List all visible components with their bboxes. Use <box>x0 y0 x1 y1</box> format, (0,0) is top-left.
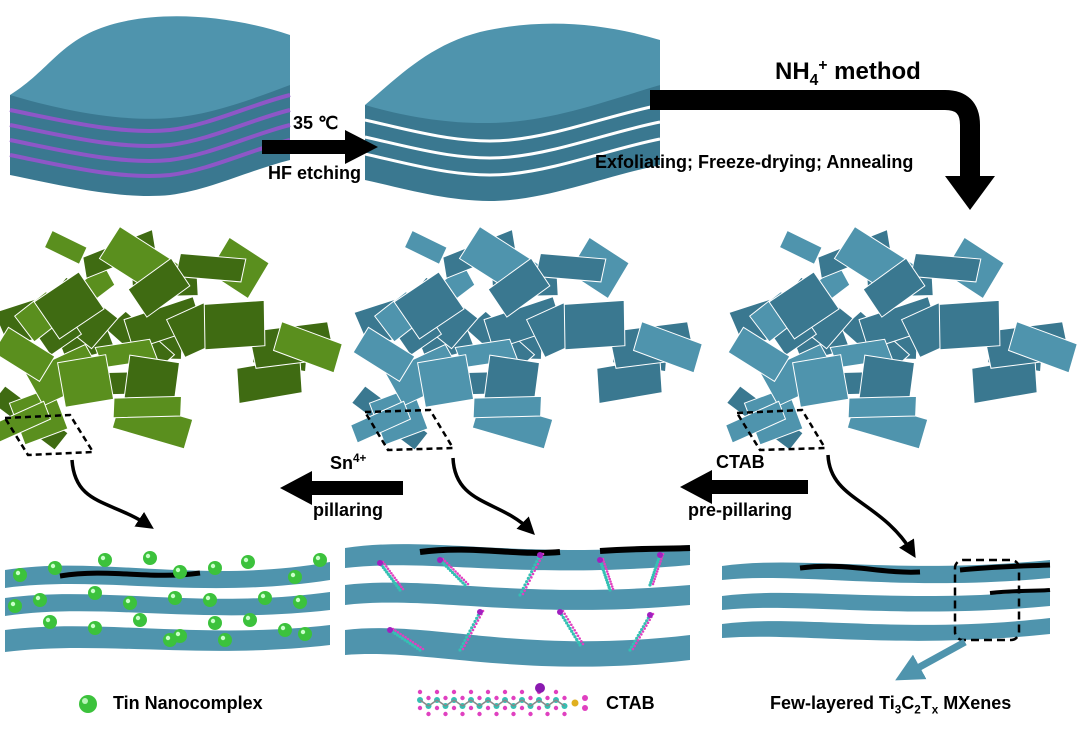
flake <box>862 257 926 318</box>
tin-pillared-layers <box>5 551 330 652</box>
zoom-region-box <box>953 558 1021 642</box>
ctab-prepillared-layers <box>345 544 691 667</box>
ctab-chain <box>628 612 655 652</box>
flake <box>417 354 475 408</box>
flake <box>33 271 105 340</box>
ctab-chain <box>377 560 405 592</box>
flake <box>43 229 88 265</box>
nh4-method-label: NH4+ method <box>775 57 921 89</box>
flake <box>352 326 416 383</box>
ctab-step-label: CTAB <box>716 452 765 472</box>
flake <box>768 271 840 340</box>
selected-flake-outline-left <box>2 413 96 457</box>
ctab-chain <box>437 557 470 587</box>
few-layered-mxene-layers <box>722 558 1051 681</box>
tin-sphere <box>293 595 307 609</box>
flake <box>57 354 115 408</box>
flake <box>112 395 182 419</box>
tin-sphere <box>143 551 157 565</box>
zoom-arrow-left <box>70 459 154 529</box>
flake <box>1007 321 1078 374</box>
flake <box>847 395 917 419</box>
ctab-legend-label: CTAB <box>606 693 655 713</box>
tin-sphere <box>208 561 222 575</box>
etched-mxene-stack <box>364 23 661 201</box>
pre-pillaring-arrow <box>680 470 808 504</box>
tin-sphere <box>13 568 27 582</box>
flake <box>393 271 465 340</box>
selected-flake-outline-right <box>734 408 828 452</box>
ctab-chain <box>387 627 425 652</box>
pillaring-label: pillaring <box>313 500 384 520</box>
flake <box>175 252 247 283</box>
mxene-legend-label: Few-layered Ti3C2Tx MXenes <box>770 693 1012 717</box>
tin-sphere <box>168 591 182 605</box>
ctab-legend-molecule <box>417 683 588 717</box>
flake <box>535 252 607 283</box>
flake <box>938 299 1001 351</box>
tin-sphere <box>288 570 302 584</box>
tin-spheres <box>8 551 327 647</box>
flake <box>792 354 850 408</box>
tin-sphere <box>48 561 62 575</box>
tin-sphere <box>123 596 137 610</box>
tin-nanocomplex-legend-label: Tin Nanocomplex <box>113 693 263 713</box>
tin-sphere <box>98 553 112 567</box>
tin-sphere <box>33 593 47 607</box>
flake <box>127 257 191 318</box>
flake <box>472 395 542 419</box>
ctab-chain <box>458 609 485 652</box>
flake <box>487 257 551 318</box>
magnify-pointer-arrow <box>895 638 967 681</box>
flake <box>403 229 448 265</box>
tin-nanocomplex-legend-icon <box>79 695 97 713</box>
ctab-flakes <box>350 225 703 451</box>
ctab-intercalated-chains <box>377 552 665 652</box>
tin-sphere <box>258 591 272 605</box>
tin-sphere <box>163 633 177 647</box>
tin-sphere <box>298 627 312 641</box>
ctab-chain <box>597 557 615 592</box>
tin-sphere <box>313 553 327 567</box>
exfoliating-steps-label: Exfoliating; Freeze-drying; Annealing <box>595 152 914 172</box>
tin-sphere <box>88 621 102 635</box>
tin-sphere <box>218 633 232 647</box>
hf-etching-arrow <box>262 130 378 164</box>
tin-sphere <box>241 555 255 569</box>
tin-sphere <box>133 613 147 627</box>
flake <box>203 299 266 351</box>
ctab-chain <box>648 552 665 587</box>
few-layered-mxene-flakes <box>725 225 1078 451</box>
ctab-chain <box>518 552 545 597</box>
max-phase-stack <box>9 16 291 196</box>
pillaring-arrow <box>280 471 403 505</box>
flake <box>563 299 626 351</box>
tin-sphere <box>243 613 257 627</box>
zoom-arrow-mid <box>451 457 535 535</box>
flake <box>778 229 823 265</box>
tin-sphere <box>208 616 222 630</box>
flake <box>910 252 982 283</box>
tin-sphere <box>43 615 57 629</box>
flake <box>0 400 52 444</box>
tin-pillared-flakes <box>0 225 343 451</box>
sn-label: Sn4+ <box>330 452 367 473</box>
zoom-arrow-right <box>826 454 916 558</box>
pre-pillaring-label: pre-pillaring <box>688 500 793 520</box>
tin-sphere <box>203 593 217 607</box>
selected-flake-outline-mid <box>362 408 456 452</box>
flake <box>272 321 343 374</box>
hf-etching-label: HF etching <box>268 163 361 183</box>
tin-sphere <box>8 599 22 613</box>
flake <box>632 321 703 374</box>
nh4-method-arrow <box>650 90 995 210</box>
flake <box>727 326 791 383</box>
temperature-label: 35 ℃ <box>293 113 339 133</box>
tin-sphere <box>88 586 102 600</box>
ctab-chain <box>557 609 585 647</box>
tin-sphere <box>278 623 292 637</box>
flake <box>0 326 56 383</box>
tin-sphere <box>173 565 187 579</box>
